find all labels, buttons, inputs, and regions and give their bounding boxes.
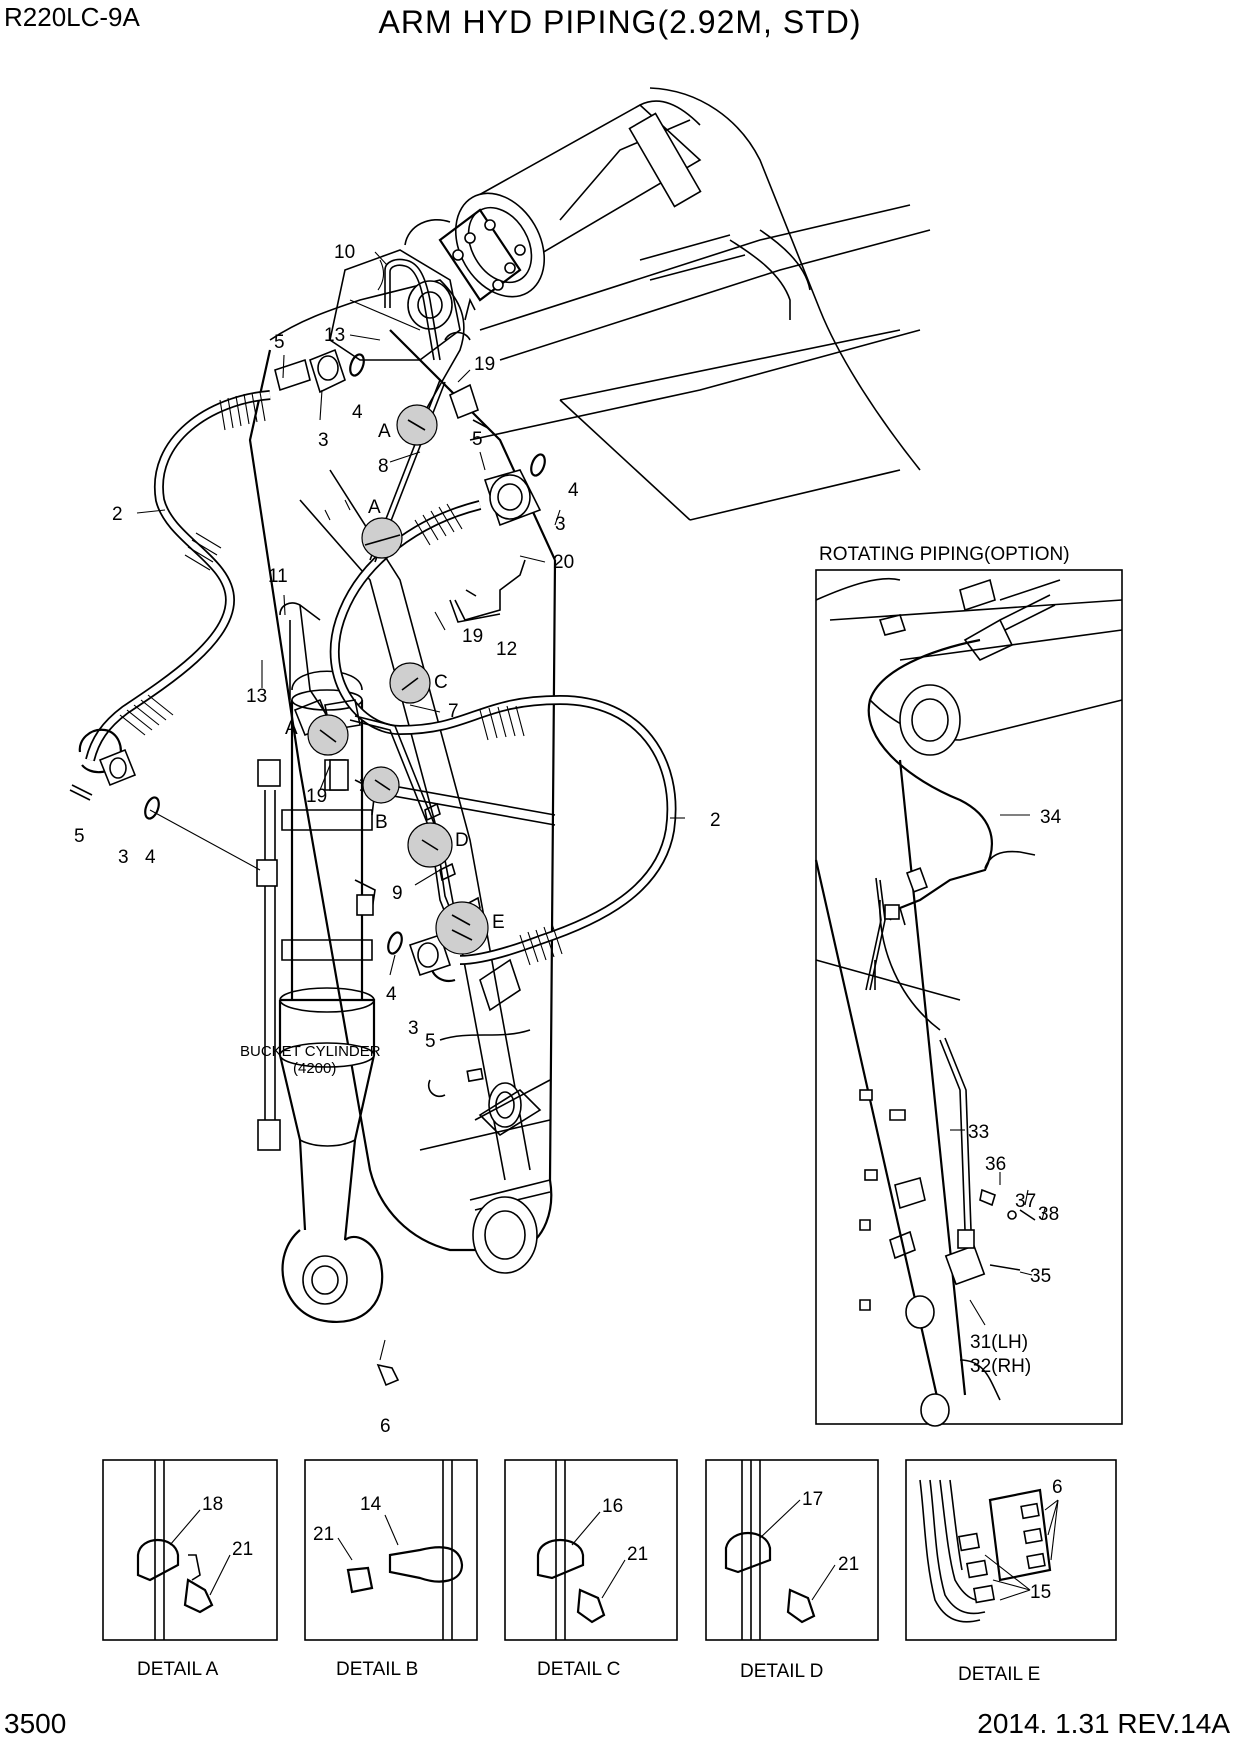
callout-3: 3 xyxy=(555,514,566,535)
callout-32-rh: 32(RH) xyxy=(970,1356,1031,1377)
revision-date: 2014. 1.31 REV.14A xyxy=(977,1708,1230,1739)
arm-top-bracket xyxy=(329,249,461,361)
page-title: ARM HYD PIPING(2.92M, STD) xyxy=(378,4,862,40)
callout-2: 2 xyxy=(710,810,721,831)
page-number: 3500 xyxy=(4,1708,67,1739)
callout-19: 19 xyxy=(462,626,483,647)
callout-13: 13 xyxy=(324,325,345,346)
detail-e-caption: DETAIL E xyxy=(958,1664,1040,1685)
callout-6: 6 xyxy=(380,1416,391,1437)
detail-b-caption: DETAIL B xyxy=(336,1659,418,1680)
main-callouts: 10 13 5 4 19 3 A 8 5 4 2 A 3 20 11 19 12… xyxy=(74,242,721,1437)
rotating-panel-title: ROTATING PIPING(OPTION) xyxy=(819,544,1070,565)
callout-3: 3 xyxy=(118,847,129,868)
callout-13: 13 xyxy=(246,686,267,707)
detail-d: 17 21 DETAIL D xyxy=(705,1459,879,1682)
detail-b-callout-14: 14 xyxy=(360,1494,382,1515)
callout-34: 34 xyxy=(1040,807,1062,828)
detail-c-callout-21: 21 xyxy=(627,1544,648,1565)
callout-C: C xyxy=(434,672,448,693)
callout-D: D xyxy=(455,830,469,851)
callout-A: A xyxy=(368,497,381,518)
bucket-cylinder-label: BUCKET CYLINDER xyxy=(240,1043,381,1060)
callout-33: 33 xyxy=(968,1122,989,1143)
callout-36: 36 xyxy=(985,1154,1006,1175)
callout-4: 4 xyxy=(145,847,156,868)
detail-markers xyxy=(307,404,489,955)
callout-31-lh: 31(LH) xyxy=(970,1332,1028,1353)
callout-20: 20 xyxy=(553,552,574,573)
callout-8: 8 xyxy=(378,456,389,477)
callout-3: 3 xyxy=(408,1018,419,1039)
callout-35: 35 xyxy=(1030,1266,1051,1287)
leader-lines xyxy=(136,251,685,1361)
detail-d-caption: DETAIL D xyxy=(740,1661,823,1682)
callout-4: 4 xyxy=(568,480,579,501)
detail-e: 6 15 DETAIL E xyxy=(905,1459,1117,1685)
callout-A: A xyxy=(285,718,298,739)
callout-12: 12 xyxy=(496,639,517,660)
detail-c-caption: DETAIL C xyxy=(537,1659,620,1680)
callout-4: 4 xyxy=(352,402,363,423)
callout-4: 4 xyxy=(386,984,397,1005)
callout-B: B xyxy=(375,812,388,833)
detail-e-callout-6: 6 xyxy=(1052,1477,1063,1498)
detail-a-caption: DETAIL A xyxy=(137,1659,219,1680)
model-number: R220LC-9A xyxy=(4,2,140,32)
callout-2: 2 xyxy=(112,504,123,525)
callout-19: 19 xyxy=(306,786,327,807)
detail-d-callout-17: 17 xyxy=(802,1489,823,1510)
callout-38: 38 xyxy=(1038,1204,1059,1225)
callout-9: 9 xyxy=(392,883,403,904)
detail-b: 14 21 DETAIL B xyxy=(304,1459,478,1680)
callout-11: 11 xyxy=(268,566,288,587)
detail-a-callout-21: 21 xyxy=(232,1539,253,1560)
callout-5: 5 xyxy=(274,332,285,353)
detail-b-callout-21: 21 xyxy=(313,1524,334,1545)
callout-5: 5 xyxy=(74,826,85,847)
detail-c: 16 21 DETAIL C xyxy=(504,1459,678,1680)
bucket-cylinder-ref: (4200) xyxy=(293,1060,336,1077)
bucket-cylinder xyxy=(256,670,384,1323)
detail-e-callout-15: 15 xyxy=(1030,1582,1051,1603)
callout-5: 5 xyxy=(472,429,483,450)
detail-a-callout-18: 18 xyxy=(202,1494,223,1515)
callout-37: 37 xyxy=(1015,1191,1036,1212)
rotating-piping-panel: ROTATING PIPING(OPTION) xyxy=(814,544,1123,1427)
arm-body xyxy=(248,279,557,1274)
callout-10: 10 xyxy=(334,242,355,263)
arm-cylinder xyxy=(404,100,702,302)
callout-7: 7 xyxy=(448,701,459,722)
hydraulic-hoses xyxy=(78,390,677,983)
callout-5: 5 xyxy=(425,1031,436,1052)
detail-c-callout-16: 16 xyxy=(602,1496,623,1517)
grease-fitting xyxy=(376,1363,400,1387)
callout-3: 3 xyxy=(318,430,329,451)
detail-a: 18 21 DETAIL A xyxy=(102,1459,278,1680)
callout-E: E xyxy=(492,912,505,933)
callout-19: 19 xyxy=(474,354,495,375)
callout-A: A xyxy=(378,421,391,442)
detail-d-callout-21: 21 xyxy=(838,1554,859,1575)
